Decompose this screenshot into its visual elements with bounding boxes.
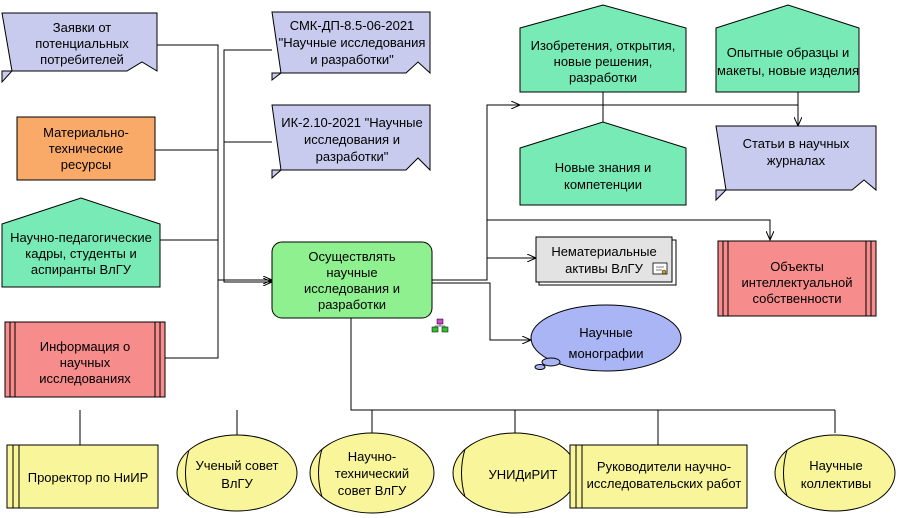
connector-smk [223,49,272,282]
connector-ip [487,219,770,240]
node-leaders-text: Руководители научно-исследовательских ра… [587,459,742,491]
node-inventions-text: Изобретения, открытия,новые решения,разр… [531,38,676,85]
node-leaders[interactable]: Руководители научно-исследовательских ра… [569,444,748,509]
connector-lines [79,44,836,445]
node-prorector[interactable]: Проректор по НиИР [6,444,159,509]
node-unidirit-text: УНИДиРИТ [488,467,557,482]
certificate-icon [652,262,668,275]
decomposition-icon[interactable] [431,318,449,333]
connector-monographs [432,282,531,340]
connector-outputs [432,105,520,281]
connector-resources-bus [350,318,835,411]
connector-top-bus [520,98,799,106]
connector-info [165,280,219,359]
node-prorector-text: Проректор по НиИР [28,470,149,485]
node-unidirit[interactable]: УНИДиРИТ [452,432,578,514]
node-inventions[interactable]: Изобретения, открытия,новые решения,разр… [519,4,687,93]
connector-requests [157,44,272,280]
